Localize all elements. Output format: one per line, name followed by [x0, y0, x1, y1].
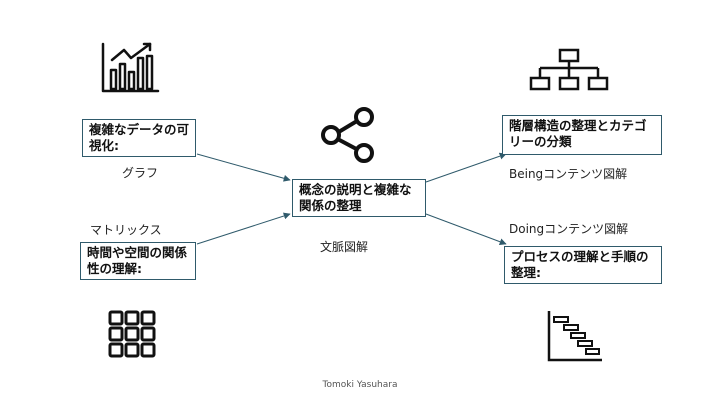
arrow-top-left-to-center: [196, 153, 291, 182]
label-graph: グラフ: [122, 166, 159, 180]
box-hierarchy-categorization: 階層構造の整理とカテゴリーの分類: [502, 115, 662, 155]
label-matrix: マトリックス: [90, 223, 162, 237]
arrow-center-to-top-right: [425, 152, 507, 183]
box-data-visualization: 複雑なデータの可視化:: [82, 119, 196, 157]
label-context-diagram: 文脈図解: [320, 240, 369, 254]
box-time-space-relationships: 時間や空間の関係性の理解:: [80, 242, 196, 280]
author-credit: Tomoki Yasuhara: [322, 380, 398, 390]
gantt-chart-icon: [547, 311, 602, 362]
arrow-center-to-bottom-right: [425, 213, 507, 246]
box-process-procedure: プロセスの理解と手順の整理:: [504, 246, 662, 284]
share-network-icon: [321, 107, 374, 163]
label-doing-content: Doingコンテンツ図解: [509, 222, 629, 236]
bar-chart-icon: [101, 42, 160, 93]
grid-matrix-icon: [108, 310, 156, 358]
hierarchy-icon: [529, 48, 609, 91]
box-concept-explanation: 概念の説明と複雑な関係の整理: [292, 179, 426, 217]
label-being-content: Beingコンテンツ図解: [509, 167, 628, 181]
arrow-bottom-left-to-center: [196, 212, 291, 245]
